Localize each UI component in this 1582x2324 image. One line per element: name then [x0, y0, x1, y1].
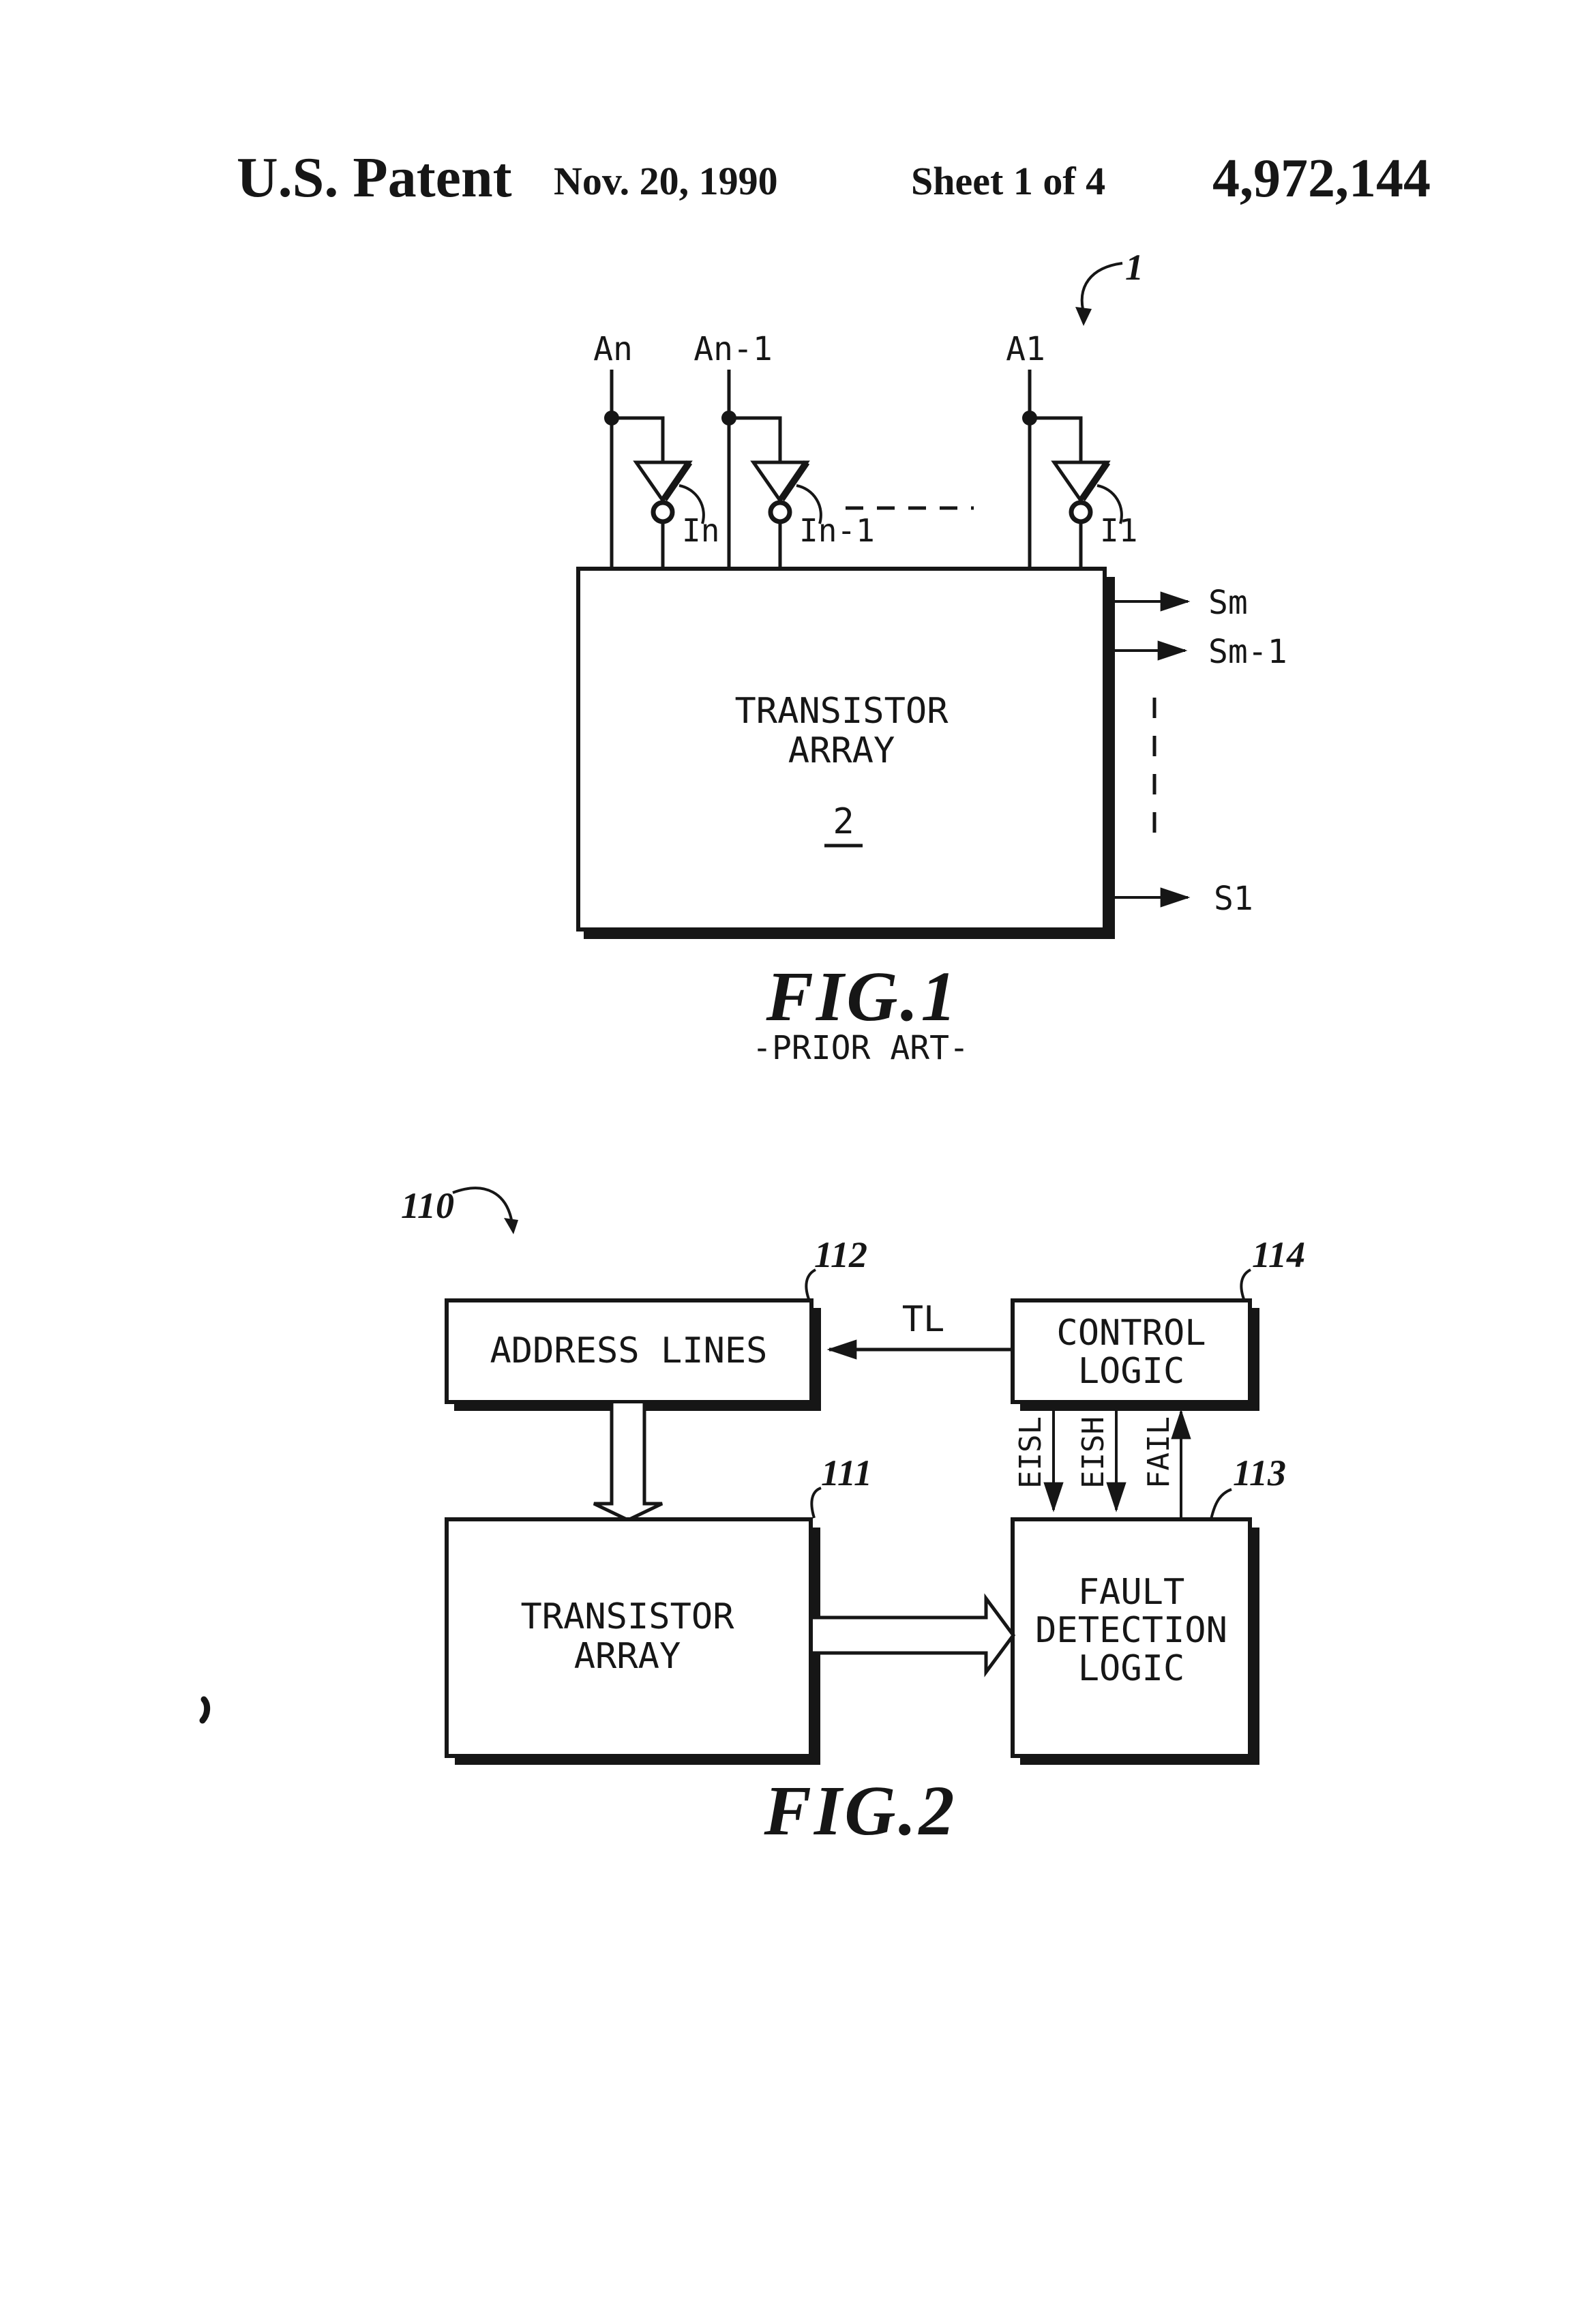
fig2-control-logic-box [1011, 1298, 1252, 1404]
fig2-ref-113: 113 [1233, 1452, 1286, 1493]
fig2-control-logic-label-line1: CONTROL [1056, 1313, 1206, 1354]
fig1-output-label-s1: S1 [1214, 880, 1253, 918]
fig2-control-box-shadow-right [1250, 1308, 1259, 1410]
fig1-transistor-array-box [576, 567, 1107, 932]
fig2-transistor-array-label-line1: TRANSISTOR [520, 1596, 734, 1637]
fig1-box-label-line2: ARRAY [788, 730, 895, 771]
fig1-caption: FIG.1 [766, 957, 959, 1036]
fig2-ref-arrow [452, 1187, 513, 1224]
fig1-subcaption: -PRIOR ART- [752, 1029, 969, 1067]
fig2-fault-detection-label-line1: FAULT [1078, 1572, 1185, 1613]
ink-mark [199, 1696, 211, 1724]
fig1-inverter-icon [1051, 460, 1123, 569]
fig1-branch-a1 [1030, 416, 1083, 462]
fig1-inverter-label-in: In [682, 512, 719, 549]
fig2-address-lines-label: ADDRESS LINES [490, 1330, 768, 1371]
fig1-branch-an [612, 416, 665, 462]
patent-date: Nov. 20, 1990 [554, 159, 778, 203]
fig2-control-logic-label-line2: LOGIC [1078, 1351, 1185, 1392]
fig2-ref-111: 111 [821, 1452, 872, 1493]
fig2-ref-112: 112 [814, 1234, 867, 1275]
fig2-block-arrow-down-icon [593, 1403, 663, 1522]
fig2-leader-111 [810, 1487, 822, 1519]
fig2-address-lines-box [445, 1298, 814, 1404]
fig2-eish-label: EISH [1076, 1416, 1111, 1489]
fig2-ref-114: 114 [1252, 1234, 1305, 1275]
fig1-branch-an1 [729, 416, 782, 462]
fig2-eisl-label: EISL [1013, 1416, 1048, 1489]
fig1-inverter-icon [750, 460, 822, 569]
fig2-fault-detection-label-line2: DETECTION [1035, 1610, 1227, 1651]
fig1-box-shadow-right [1105, 577, 1115, 939]
fig2-fault-detection-box [1011, 1517, 1252, 1758]
fig2-ref-label: 110 [401, 1185, 454, 1226]
fig1-ref-arrowhead-icon [1075, 307, 1092, 326]
fig1-inverter-label-in1: In-1 [799, 512, 875, 549]
fig2-fd-box-shadow-bottom [1020, 1756, 1259, 1765]
fig2-transistor-array-box [445, 1517, 813, 1758]
fig2-fd-box-shadow-right [1250, 1528, 1259, 1764]
fig2-address-box-shadow-right [811, 1308, 821, 1410]
fig1-box-shadow-bottom [584, 929, 1115, 939]
fig2-control-box-shadow-bottom [1020, 1402, 1259, 1411]
fig1-ref-label: 1 [1125, 247, 1144, 288]
fig1-box-ref-label: 2 [833, 801, 854, 842]
fig1-box-label-line1: TRANSISTOR [734, 691, 949, 732]
fig1-inverter-icon [633, 460, 705, 569]
page-header: U.S. Patent Nov. 20, 1990 Sheet 1 of 4 4… [237, 146, 1431, 209]
fig2-ref-arrowhead-icon [504, 1218, 518, 1234]
fig1-input-label-a1: A1 [1006, 330, 1045, 368]
fig2-leader-112 [805, 1268, 817, 1300]
fig2-fail-label: FAIL [1141, 1416, 1176, 1489]
fig2-transistor-array-label-line2: ARRAY [574, 1636, 681, 1677]
patent-number: 4,972,144 [1212, 149, 1431, 209]
fig2-diagram: 110 112 114 111 113 ADDRESS LINES CONTRO… [401, 1185, 1305, 1850]
sheet-number: Sheet 1 of 4 [911, 159, 1105, 203]
fig1-input-label-an: An [593, 330, 633, 368]
fig2-fault-detection-label-line3: LOGIC [1078, 1648, 1185, 1689]
fig1-output-label-sm: Sm [1208, 584, 1248, 622]
fig2-leader-113 [1210, 1488, 1232, 1520]
fig1-diagram: 1 An An-1 A1 [576, 247, 1287, 1067]
fig2-tl-label: TL [902, 1299, 945, 1340]
fig2-leader-114 [1240, 1268, 1252, 1300]
fig2-ta-box-shadow-bottom [455, 1756, 820, 1765]
fig1-inverter-label-i1: I1 [1100, 512, 1137, 549]
fig2-caption: FIG.2 [764, 1772, 957, 1850]
fig1-input-label-an1: An-1 [693, 330, 773, 368]
fig2-block-arrow-right-icon [813, 1593, 1016, 1678]
fig1-ref-arrow [1080, 262, 1123, 316]
fig1-output-label-sm1: Sm-1 [1208, 633, 1287, 671]
patent-title: U.S. Patent [237, 146, 512, 209]
